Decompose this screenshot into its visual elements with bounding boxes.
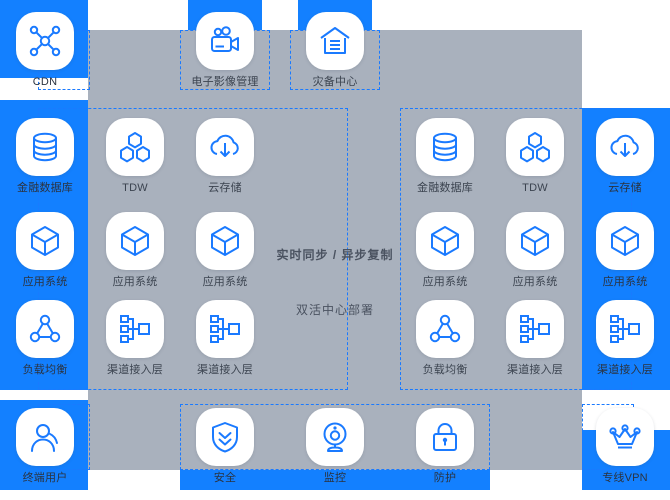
shield-icon	[196, 408, 254, 466]
tile-label: 渠道接入层	[507, 364, 563, 376]
cube-icon	[16, 212, 74, 270]
tile-label: TDW	[122, 182, 148, 194]
tile-left-app-1[interactable]: 应用系统	[0, 212, 90, 289]
tile-label: 云存储	[208, 182, 242, 194]
tile-disaster-recovery-center[interactable]: 灾备中心	[290, 12, 380, 89]
cdn-network-icon	[16, 12, 74, 70]
tile-label: 负载均衡	[422, 364, 468, 376]
tile-left-channel-access-2[interactable]: 渠道接入层	[180, 300, 270, 377]
tile-label: 渠道接入层	[107, 364, 163, 376]
tile-right-channel-access-2[interactable]: 渠道接入层	[580, 300, 670, 377]
tile-label: 终端用户	[22, 472, 68, 484]
cube-icon	[416, 212, 474, 270]
tile-right-app-1[interactable]: 应用系统	[400, 212, 490, 289]
tile-label: 安全	[213, 472, 237, 484]
sitemap-icon	[506, 300, 564, 358]
tile-left-app-2[interactable]: 应用系统	[90, 212, 180, 289]
datacenter-panel	[88, 30, 582, 470]
tile-monitoring[interactable]: 监控	[290, 408, 380, 485]
tile-label: CDN	[32, 76, 58, 88]
tile-label: 渠道接入层	[197, 364, 253, 376]
tile-right-cloud-storage[interactable]: 云存储	[580, 118, 670, 195]
cube-icon	[196, 212, 254, 270]
tile-label: 应用系统	[602, 276, 648, 288]
tile-label: 金融数据库	[417, 182, 473, 194]
cube-icon	[506, 212, 564, 270]
hexagon-cluster-icon	[506, 118, 564, 176]
user-icon	[16, 408, 74, 466]
tile-label: 专线VPN	[602, 472, 648, 484]
tile-right-app-2[interactable]: 应用系统	[490, 212, 580, 289]
tile-cdn[interactable]: CDN	[0, 12, 90, 89]
lock-icon	[416, 408, 474, 466]
tile-left-channel-access-1[interactable]: 渠道接入层	[90, 300, 180, 377]
sitemap-icon	[596, 300, 654, 358]
cube-icon	[106, 212, 164, 270]
tile-protection[interactable]: 防护	[400, 408, 490, 485]
tile-left-database[interactable]: 金融数据库	[0, 118, 90, 195]
crown-nodes-icon	[596, 408, 654, 466]
cloud-download-icon	[596, 118, 654, 176]
tile-label: 金融数据库	[17, 182, 73, 194]
center-sync-label: 实时同步 / 异步复制	[276, 248, 394, 262]
center-deploy-label: 双活中心部署	[295, 303, 374, 317]
tile-left-tdw[interactable]: TDW	[90, 118, 180, 195]
tile-label: 灾备中心	[312, 76, 358, 88]
tile-left-cloud-storage[interactable]: 云存储	[180, 118, 270, 195]
tile-label: 渠道接入层	[597, 364, 653, 376]
hexagon-cluster-icon	[106, 118, 164, 176]
tile-label: 应用系统	[202, 276, 248, 288]
webcam-icon	[306, 408, 364, 466]
tile-label: 应用系统	[512, 276, 558, 288]
tile-right-load-balancer[interactable]: 负载均衡	[400, 300, 490, 377]
tile-label: 负载均衡	[22, 364, 68, 376]
tile-label: 监控	[323, 472, 347, 484]
tile-right-channel-access-1[interactable]: 渠道接入层	[490, 300, 580, 377]
tile-dedicated-line-vpn[interactable]: 专线VPN	[580, 408, 670, 485]
load-balancer-icon	[16, 300, 74, 358]
database-icon	[16, 118, 74, 176]
database-icon	[416, 118, 474, 176]
tile-label: 应用系统	[422, 276, 468, 288]
tile-label: 应用系统	[112, 276, 158, 288]
tile-label: 电子影像管理	[191, 76, 259, 88]
zone-bottom-mid	[180, 404, 490, 470]
sitemap-icon	[106, 300, 164, 358]
tile-right-tdw[interactable]: TDW	[490, 118, 580, 195]
warehouse-building-icon	[306, 12, 364, 70]
tile-label: 应用系统	[22, 276, 68, 288]
load-balancer-icon	[416, 300, 474, 358]
tile-label: 云存储	[608, 182, 642, 194]
sitemap-icon	[196, 300, 254, 358]
tile-right-database[interactable]: 金融数据库	[400, 118, 490, 195]
tile-right-app-3[interactable]: 应用系统	[580, 212, 670, 289]
tile-left-load-balancer[interactable]: 负载均衡	[0, 300, 90, 377]
tile-video-image-mgmt[interactable]: 电子影像管理	[180, 12, 270, 89]
tile-label: TDW	[522, 182, 548, 194]
cube-icon	[596, 212, 654, 270]
tile-left-app-3[interactable]: 应用系统	[180, 212, 270, 289]
tile-end-user[interactable]: 终端用户	[0, 408, 90, 485]
cloud-download-icon	[196, 118, 254, 176]
tile-security[interactable]: 安全	[180, 408, 270, 485]
tile-label: 防护	[433, 472, 457, 484]
video-camera-icon	[196, 12, 254, 70]
